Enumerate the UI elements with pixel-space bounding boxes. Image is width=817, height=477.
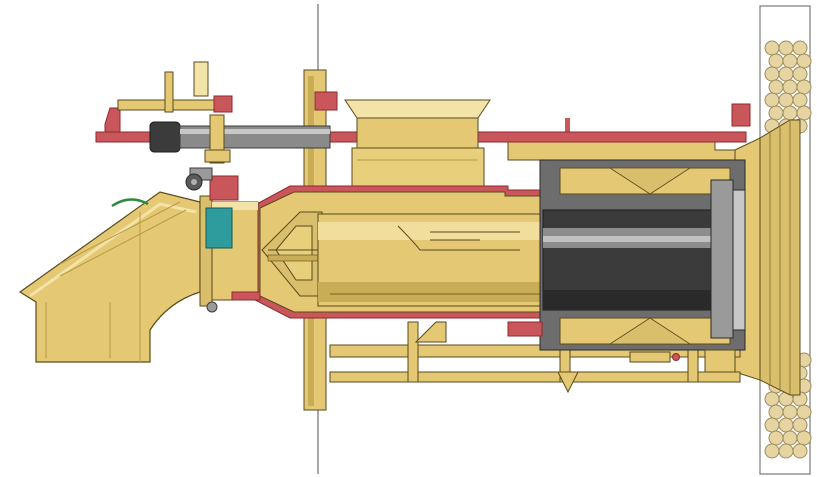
wall-roller [768, 105, 784, 121]
wall-roller [782, 105, 798, 121]
wall-roller [778, 40, 794, 56]
wall-roller [764, 417, 780, 433]
inlet-transition [199, 195, 261, 313]
lever-bracket-right [731, 103, 751, 127]
wall-roller [796, 430, 812, 446]
gun-clamp-foot [204, 149, 231, 163]
linkage-post [565, 118, 570, 138]
head-nozzle-ring [710, 179, 734, 339]
lower-liner-strip [231, 291, 261, 301]
wall-roller [796, 79, 812, 95]
wall-roller [782, 53, 798, 69]
lever-pin [164, 71, 174, 113]
wall-roller [796, 53, 812, 69]
wall-roller [764, 92, 780, 108]
wall-roller [782, 404, 798, 420]
sight-glass-panel [205, 207, 233, 249]
wall-roller [768, 404, 784, 420]
pressure-block [209, 175, 239, 201]
wall-roller [796, 105, 812, 121]
wall-roller [792, 443, 808, 459]
gun-coupling [149, 121, 181, 153]
wall-roller [768, 79, 784, 95]
lever-clevis [213, 95, 233, 113]
burner-tube [317, 213, 544, 307]
quarl-rings [769, 121, 791, 394]
wall-roller [764, 66, 780, 82]
wall-roller [782, 79, 798, 95]
signal-wire [111, 198, 149, 208]
wall-roller [792, 92, 808, 108]
wall-roller [764, 443, 780, 459]
lever-bracket-left [314, 91, 338, 111]
lower-hardware [507, 321, 736, 373]
gun-tube-highlight [180, 129, 330, 134]
valve-handwheel-icon [185, 167, 213, 191]
wall-roller [764, 391, 780, 407]
wall-roller [768, 430, 784, 446]
wall-roller [778, 92, 794, 108]
wall-roller [792, 66, 808, 82]
oil-gun-barrel [149, 114, 331, 164]
wall-roller [792, 417, 808, 433]
wall-roller [764, 40, 780, 56]
wall-roller [792, 40, 808, 56]
wall-roller [778, 417, 794, 433]
wall-roller [796, 404, 812, 420]
lever-handle [193, 61, 209, 97]
drain-plug [206, 301, 218, 313]
wall-roller [782, 430, 798, 446]
firing-head [539, 159, 746, 351]
wall-roller [768, 53, 784, 69]
wall-roller [778, 66, 794, 82]
wall-roller [778, 443, 794, 459]
